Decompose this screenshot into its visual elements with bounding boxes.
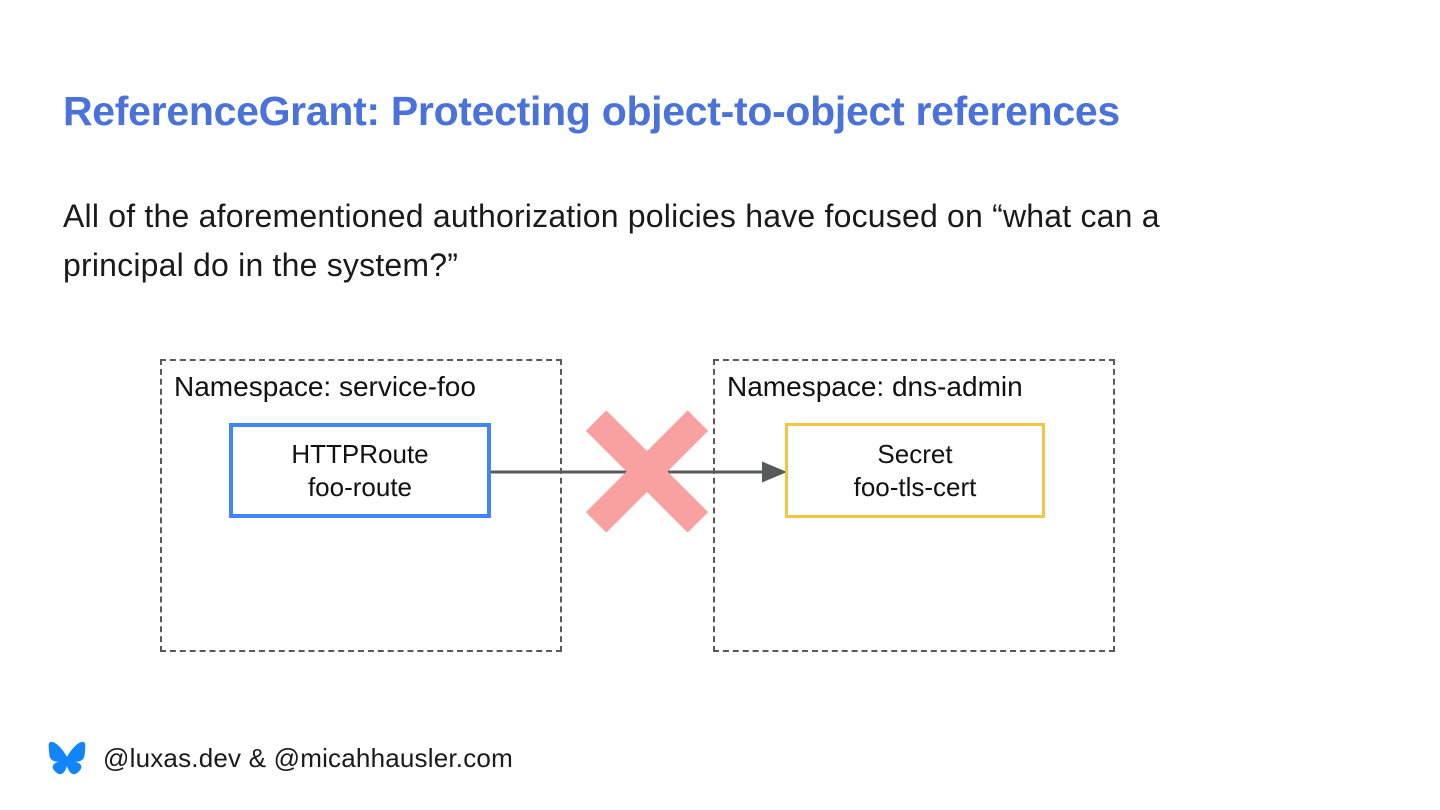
secret-node: Secret foo-tls-cert bbox=[785, 423, 1045, 518]
bluesky-butterfly-path bbox=[48, 741, 86, 775]
x-mark-bar bbox=[585, 410, 709, 533]
node-name: foo-route bbox=[307, 471, 413, 502]
slide-title: ReferenceGrant: Protecting object-to-obj… bbox=[63, 88, 1120, 134]
httproute-node: HTTPRoute foo-route bbox=[229, 423, 491, 518]
footer: @luxas.dev & @micahhausler.com bbox=[48, 735, 513, 781]
body-line-2: principal do in the system?” bbox=[63, 247, 459, 283]
slide-body: All of the aforementioned authorization … bbox=[63, 192, 1160, 290]
body-line-1: All of the aforementioned authorization … bbox=[63, 198, 1160, 234]
node-kind: Secret bbox=[877, 438, 953, 469]
bluesky-butterfly-icon bbox=[48, 741, 86, 775]
node-name: foo-tls-cert bbox=[853, 471, 977, 502]
namespace-label-dns-admin: Namespace: dns-admin bbox=[727, 371, 1023, 402]
node-kind: HTTPRoute bbox=[291, 438, 429, 469]
namespace-box-dns-admin: Namespace: dns-admin bbox=[713, 359, 1115, 652]
footer-handles: @luxas.dev & @micahhausler.com bbox=[103, 742, 513, 773]
namespace-box-service-foo: Namespace: service-foo bbox=[160, 359, 562, 652]
x-mark-bar bbox=[585, 410, 709, 533]
namespace-label-service-foo: Namespace: service-foo bbox=[174, 371, 476, 402]
